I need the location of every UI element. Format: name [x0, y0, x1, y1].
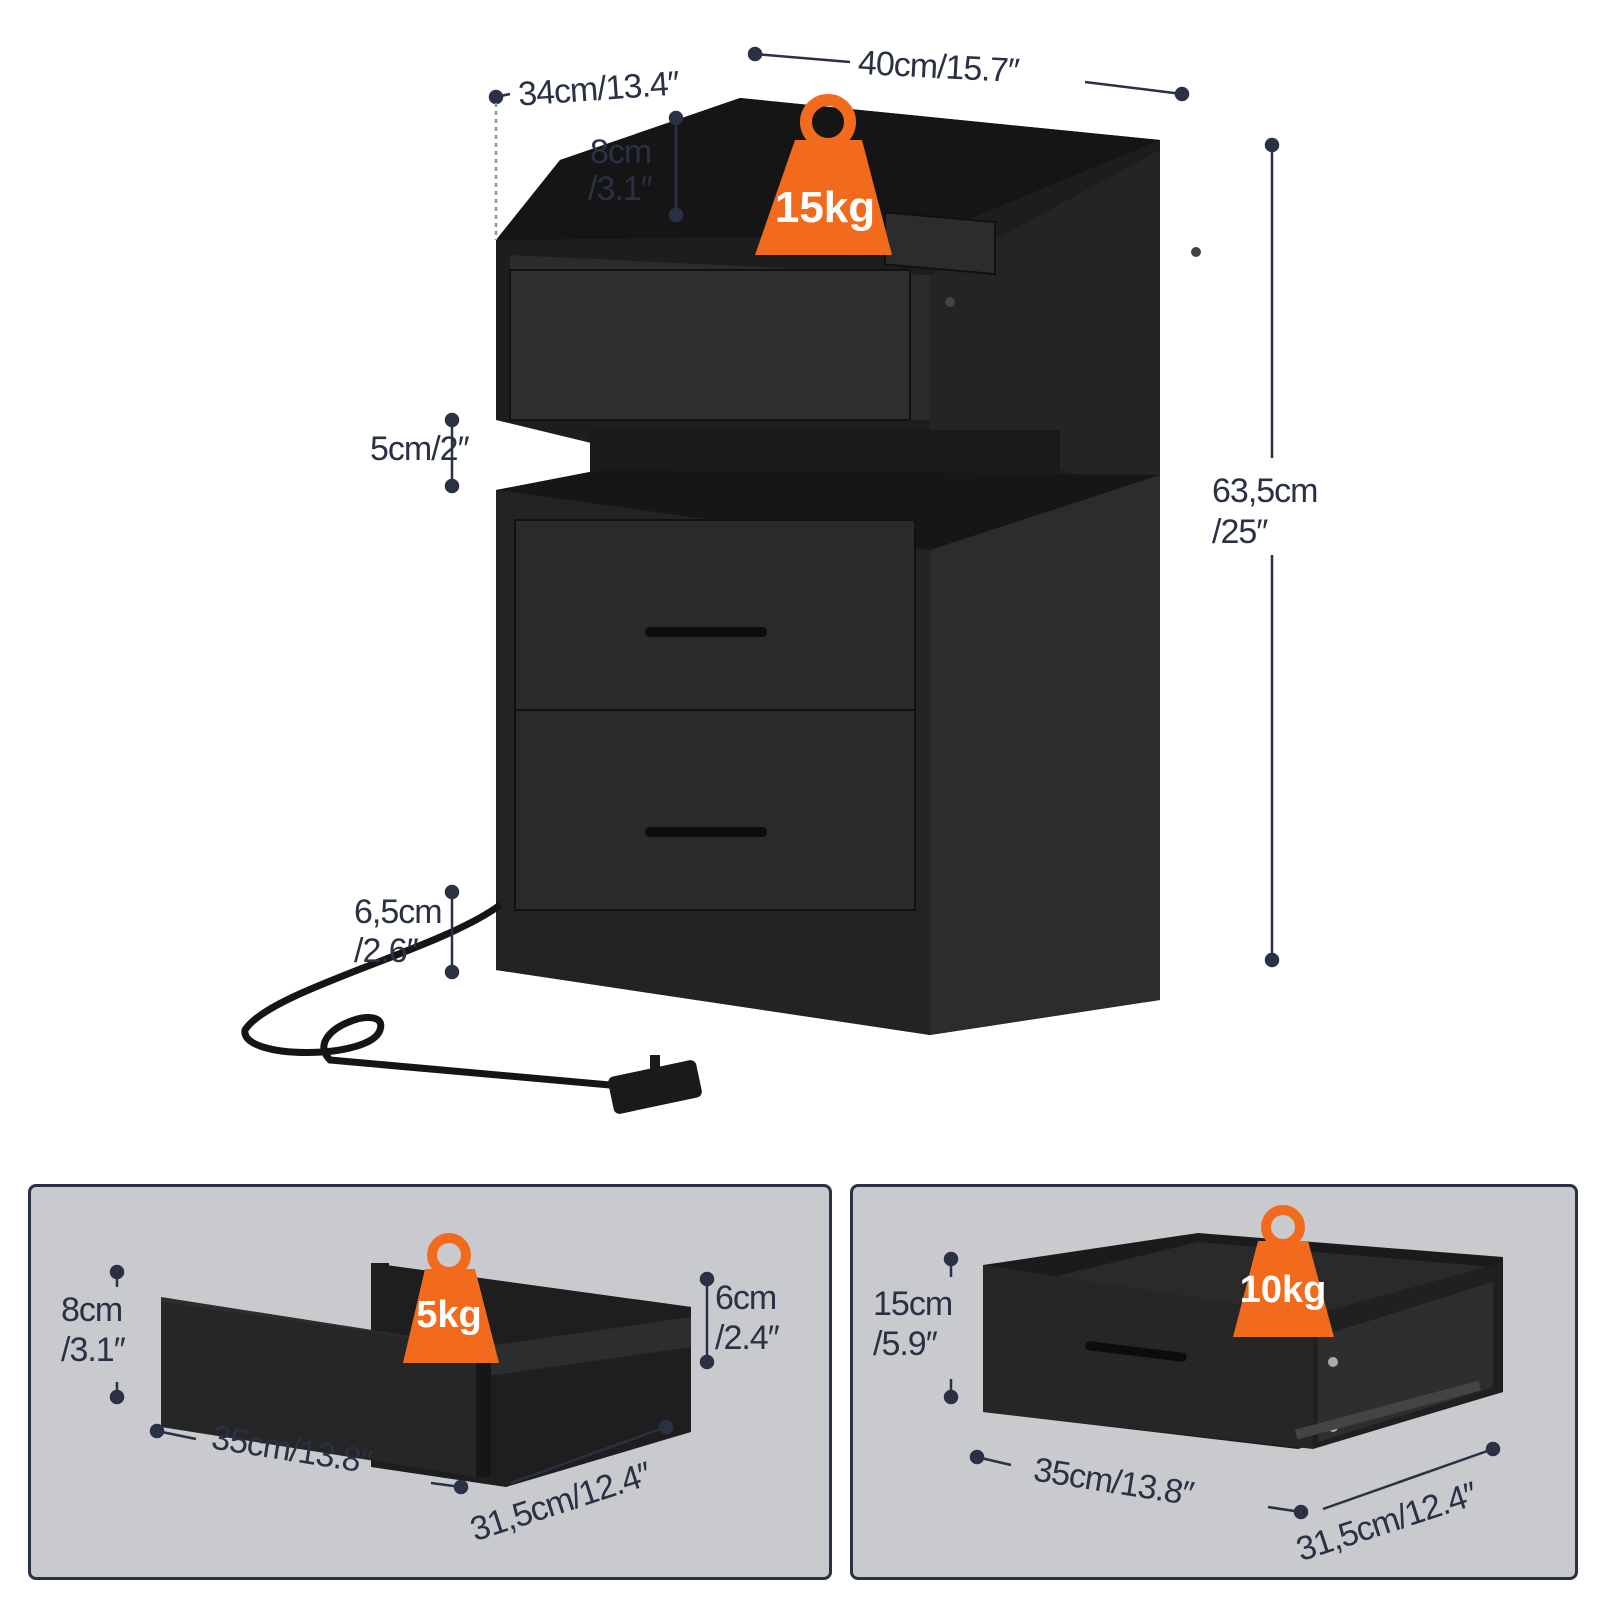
drawer-handle-2: [645, 827, 767, 837]
power-socket-panel: [884, 211, 996, 276]
height-label-2: /25″: [1212, 513, 1268, 551]
lower-cabinet: [496, 470, 1160, 1035]
weight-badge-label: 5kg: [416, 1294, 481, 1336]
upper-section: [496, 98, 1201, 520]
weight-badge-15kg: 15kg: [755, 94, 892, 255]
drawer-handle-1: [645, 627, 767, 637]
drawer-front-2: [514, 709, 916, 911]
drawer-slide-rail: [1294, 1380, 1482, 1440]
bottom-drawer-panel: 10kg 15cm /5.9″ 35cm/13.8″ 31,5cm/12.4″: [850, 1184, 1578, 1580]
side-height-label-1: 6cm: [715, 1279, 777, 1317]
power-plug: [608, 1055, 702, 1114]
bottom-drawer-illustration: 10kg: [943, 1205, 1503, 1520]
weight-badge-10kg: 10kg: [1233, 1205, 1334, 1337]
drawer-front-1: [514, 519, 916, 711]
weight-badge-5kg: 5kg: [403, 1233, 499, 1363]
base-height-label-2: /2.6″: [354, 932, 419, 970]
drawer-handle: [1085, 1341, 1187, 1362]
weight-badge-label: 15kg: [775, 183, 875, 232]
height-label-1: 15cm: [873, 1285, 953, 1323]
top-drawer-illustration: 5kg: [109, 1233, 715, 1495]
power-cable: [241, 902, 611, 1089]
dimension-lines: [444, 46, 1280, 980]
top-drawer-panel: 5kg 8cm /3.1″ 6cm /2.4″ 35cm/13.8″ 31,5c…: [28, 1184, 832, 1580]
front-height-label-2: /3.1″: [61, 1331, 126, 1369]
nightstand-illustration: 15kg: [241, 46, 1280, 1114]
side-height-label-2: /2.4″: [715, 1319, 780, 1357]
rail-height-label-2: /3.1″: [588, 170, 653, 208]
height-label-1: 63,5cm: [1212, 472, 1318, 510]
width-label: 40cm/15.7″: [857, 43, 1020, 91]
front-height-label-1: 8cm: [61, 1291, 123, 1329]
weight-badge-label: 10kg: [1240, 1269, 1327, 1311]
gap-label: 5cm/2″: [370, 430, 470, 468]
base-height-label-1: 6,5cm: [354, 893, 443, 931]
rail-height-label-1: 8cm: [590, 133, 652, 171]
height-label-2: /5.9″: [873, 1325, 938, 1363]
